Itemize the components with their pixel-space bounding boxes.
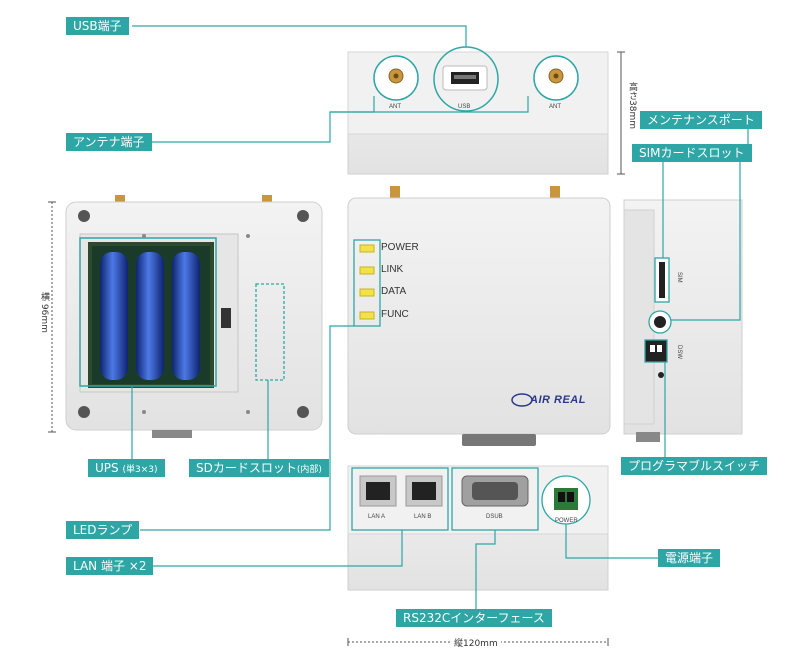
label-ant-left: ANT xyxy=(389,104,401,110)
led-power xyxy=(359,244,375,253)
led-func xyxy=(359,311,375,320)
label-ant-right: ANT xyxy=(549,104,561,110)
label-led-power: POWER xyxy=(381,242,419,253)
led-link xyxy=(359,266,375,275)
callout-led: LEDランプ xyxy=(66,521,140,539)
callout-sd-main: SDカードスロット xyxy=(196,461,297,475)
label-sim: SIM xyxy=(676,272,682,283)
dip-switch xyxy=(644,339,668,363)
front-view xyxy=(347,186,611,446)
callout-ups-main: UPS xyxy=(95,461,119,475)
label-led-link: LINK xyxy=(381,264,404,275)
label-led-func: FUNC xyxy=(381,309,409,320)
label-led-data: DATA xyxy=(381,286,407,297)
brand-logo: AIR REAL xyxy=(530,394,586,406)
side-view xyxy=(623,199,743,442)
callout-lan: LAN 端子 ×2 xyxy=(66,557,154,575)
label-lan-a: LAN A xyxy=(368,514,386,520)
led-data xyxy=(359,288,375,297)
dimension-height: 高さ38mm xyxy=(627,82,637,129)
label-usb: USB xyxy=(458,104,471,110)
led-highlight xyxy=(353,239,381,327)
label-lan-b: LAN B xyxy=(414,514,432,520)
callout-antenna: アンテナ端子 xyxy=(66,133,152,151)
battery-1 xyxy=(100,252,128,380)
dsub-connector-front xyxy=(462,434,536,446)
power-connector xyxy=(554,488,578,510)
callout-sd-sub: (内部) xyxy=(296,465,322,475)
dimension-width: 横 96mm xyxy=(38,292,51,333)
ups-highlight xyxy=(79,237,217,387)
callout-ups-sub: (単3×3) xyxy=(122,465,158,475)
label-power: POWER xyxy=(555,518,578,524)
bottom-view xyxy=(347,465,609,591)
callout-sd-slot: SDカードスロット(内部) xyxy=(189,459,329,477)
top-view xyxy=(347,46,609,175)
label-dsw: DSW xyxy=(676,345,682,359)
callout-sim-slot: SIMカードスロット xyxy=(632,144,752,162)
callout-rs232c: RS232Cインターフェース xyxy=(396,609,552,627)
label-dsub: DSUB xyxy=(486,514,503,520)
callout-power: 電源端子 xyxy=(658,549,721,567)
callout-usb: USB端子 xyxy=(66,17,129,35)
dimension-depth: 縦120mm xyxy=(451,636,501,649)
callout-ups: UPS (単3×3) xyxy=(88,459,165,477)
leader-lines xyxy=(131,25,749,610)
callout-maintenance-port: メンテナンスポート xyxy=(640,111,762,129)
battery-3 xyxy=(172,252,200,380)
lan-highlight xyxy=(351,467,449,531)
callout-dip-switch: プログラマブルスイッチ xyxy=(621,457,768,475)
sd-slot-highlight xyxy=(255,283,285,381)
battery-2 xyxy=(136,252,164,380)
battery-view xyxy=(65,195,323,438)
